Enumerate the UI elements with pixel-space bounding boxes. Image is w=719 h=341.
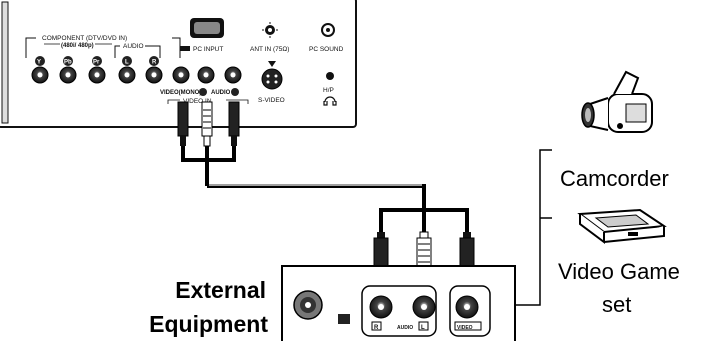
component-resolution-label: (480i/ 480p) xyxy=(61,43,94,49)
video-mono-label: VIDEO(MONO) xyxy=(160,90,201,96)
svideo-arrow-icon xyxy=(268,61,276,67)
svideo-label: S-VIDEO xyxy=(258,97,285,104)
external-equipment-box: R AUDIO L VIDEO xyxy=(281,265,516,341)
external-title-line1: External xyxy=(175,277,266,303)
ext-label-audio: AUDIO xyxy=(397,325,413,331)
component-label: COMPONENT (DTV/DVD IN) xyxy=(42,35,127,42)
pc-sound-label: PC SOUND xyxy=(309,46,344,53)
ext-label-r: R xyxy=(374,325,379,331)
hp-label: H/P xyxy=(323,87,334,94)
rf-port xyxy=(293,290,323,320)
external-title-line2: Equipment xyxy=(149,311,268,337)
svideo-port xyxy=(261,68,283,90)
game-label-line2: set xyxy=(602,292,631,317)
ant-in-label: ANT IN (75Ω) xyxy=(250,46,289,53)
camcorder-label: Camcorder xyxy=(560,166,669,191)
antenna-port xyxy=(262,22,278,38)
pc-input-icon xyxy=(180,46,190,51)
jack-label-r: R xyxy=(152,60,157,66)
device-bracket xyxy=(515,149,552,306)
component-jack-labels: Y Pb Pr L R xyxy=(35,56,159,66)
game-console-icon xyxy=(577,208,667,244)
pc-input-port xyxy=(190,18,224,38)
video-in-label: VIDEO IN xyxy=(183,98,212,105)
ext-label-video: VIDEO xyxy=(457,325,473,331)
jack-label-pr: Pr xyxy=(93,60,100,66)
audio-short-label: AUDIO xyxy=(211,90,231,96)
ext-label-l: L xyxy=(421,325,425,331)
headphone-port xyxy=(326,72,334,80)
video-in-jacks xyxy=(172,66,242,84)
jack-label-y: Y xyxy=(37,60,41,66)
jack-label-pb: Pb xyxy=(64,60,72,66)
av-cable xyxy=(177,101,475,283)
pc-sound-port xyxy=(321,23,335,37)
power-indicator xyxy=(338,314,350,324)
tv-back-panel: COMPONENT (DTV/DVD IN) (480i/ 480p) AUDI… xyxy=(0,0,357,128)
jack-label-l: L xyxy=(125,60,129,66)
component-audio-label: AUDIO xyxy=(123,43,144,50)
external-jacks xyxy=(369,295,479,319)
component-jacks xyxy=(31,66,163,84)
headphone-icon xyxy=(323,96,337,106)
camcorder-icon xyxy=(581,70,653,133)
pc-input-label: PC INPUT xyxy=(193,46,223,53)
game-label-line1: Video Game xyxy=(558,259,680,284)
